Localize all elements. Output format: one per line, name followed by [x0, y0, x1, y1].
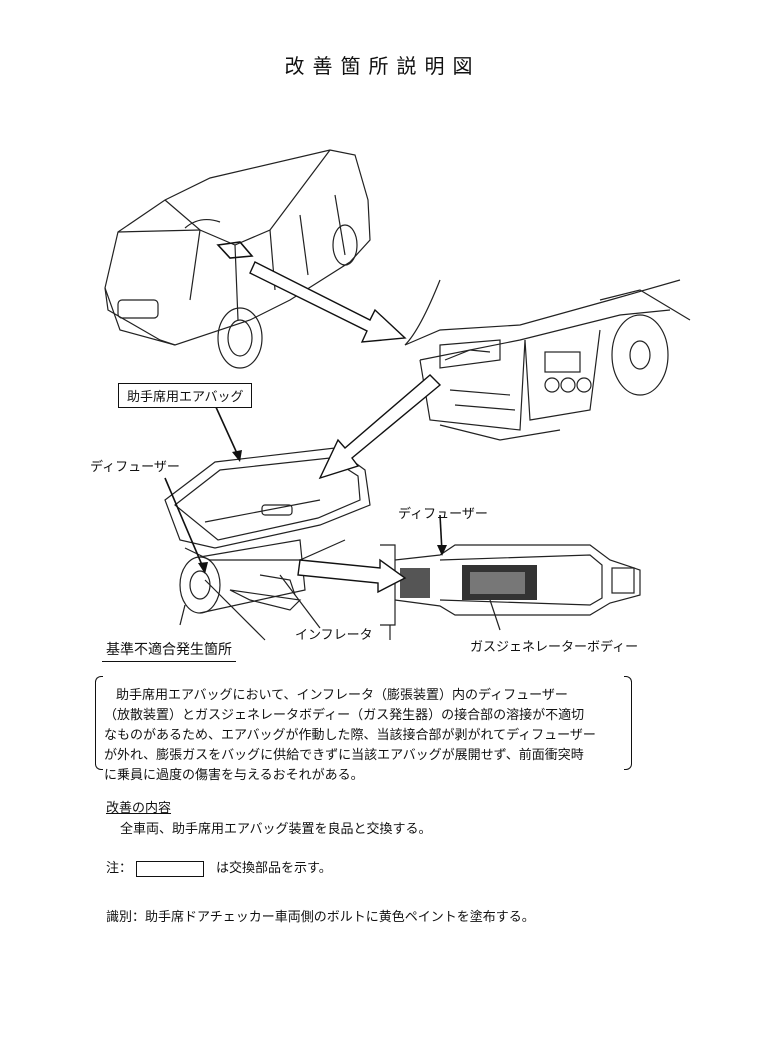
leader-diffuser-left: [164, 477, 206, 573]
description-line: に乗員に過度の傷害を与えるおそれがある。: [104, 768, 364, 783]
inflator-cutaway-drawing: [380, 544, 641, 640]
description-line: （放散装置）とガスジェネレータボディー（ガス発生器）の接合部の溶接が不適切: [104, 708, 585, 723]
note-text: は交換部品を示す。: [216, 861, 332, 876]
description-bracket-right: [624, 676, 632, 770]
description-bracket-left: [95, 676, 103, 770]
note-row: 注： は交換部品を示す。: [106, 857, 332, 877]
arrow-dash-to-airbag: [318, 374, 442, 480]
defect-location-label: 基準不適合発生箇所: [102, 637, 236, 662]
leader-inflator: [279, 574, 321, 629]
illustration: [104, 149, 691, 641]
inflator-label: インフレータ: [295, 628, 373, 643]
improvement-heading: 改善の内容: [106, 801, 172, 816]
leader-airbag: [214, 404, 241, 461]
description-line: なものがあるため、エアバッグが作動した際、当該接合部が剥がれてディフューザー: [104, 728, 596, 743]
gas-generator-body-label: ガスジェネレーターボディー: [470, 640, 639, 655]
leader-gas-body: [489, 599, 501, 631]
dashboard-drawing: [404, 279, 691, 441]
leader-defect: [204, 579, 266, 641]
page-title: 改善箇所説明図: [284, 54, 481, 78]
identification-text: 識別：助手席ドアチェッカー車両側のボルトに黄色ペイントを塗布する。: [106, 910, 535, 925]
description-line: 助手席用エアバッグにおいて、インフレータ（膨張装置）内のディフューザー: [116, 688, 568, 703]
description-line: が外れ、膨張ガスをバッグに供給できずに当該エアバッグが展開せず、前面衝突時: [104, 748, 584, 763]
airbag-label-box: 助手席用エアバッグ: [118, 383, 253, 408]
diffuser-label-left: ディフューザー: [90, 460, 180, 475]
arrow-airbag-to-cutaway: [297, 558, 407, 594]
note-prefix: 注：: [106, 861, 133, 876]
arrow-car-to-dash: [249, 261, 407, 343]
vehicle-drawing: [104, 149, 371, 369]
diffuser-label-right: ディフューザー: [398, 507, 488, 522]
replacement-part-legend-box: [136, 860, 205, 877]
improvement-text: 全車両、助手席用エアバッグ装置を良品と交換する。: [120, 822, 432, 837]
description-text: 助手席用エアバッグにおいて、インフレータ（膨張装置）内のディフューザー （放散装…: [100, 680, 624, 783]
airbag-module-drawing: [164, 447, 371, 626]
